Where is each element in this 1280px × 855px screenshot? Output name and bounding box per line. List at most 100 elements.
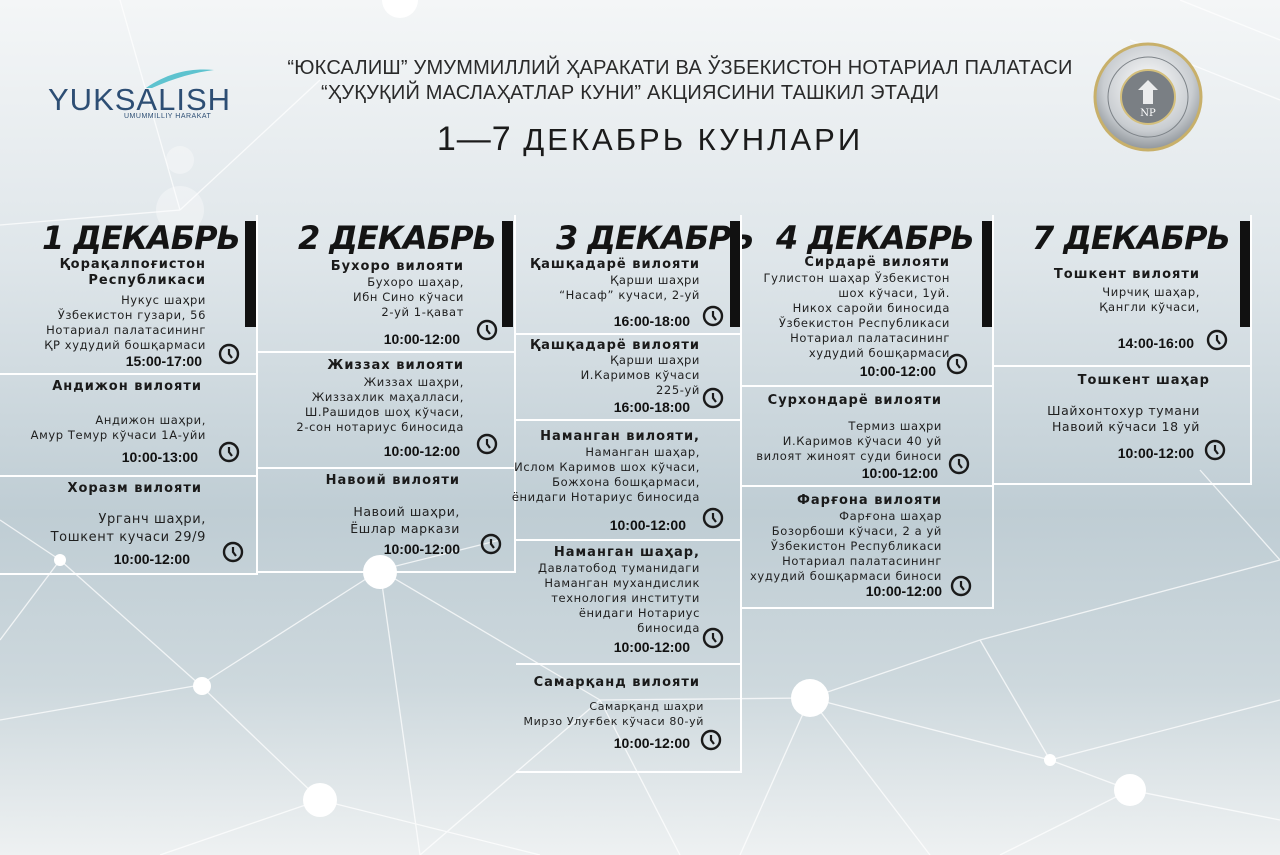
schedule-entry: Андижон вилояти Андижон шаҳри, Амур Тему… bbox=[0, 375, 258, 477]
clock-icon bbox=[1204, 439, 1226, 461]
notary-chamber-seal-icon: NP bbox=[1093, 42, 1203, 152]
region-name: Қашқадарё вилояти bbox=[530, 338, 700, 353]
region-name: Хоразм вилояти bbox=[67, 481, 202, 496]
clock-icon bbox=[218, 441, 240, 463]
clock-icon bbox=[950, 575, 972, 597]
region-name: Тошкент вилояти bbox=[1053, 267, 1200, 282]
time-range: 10:00-13:00 bbox=[121, 449, 198, 465]
schedule-entry: Сирдарё вилояти Гулистон шаҳар Ўзбекисто… bbox=[742, 215, 994, 387]
address: Нукус шаҳри Ўзбекистон гузари, 56 Нотари… bbox=[44, 293, 206, 352]
day-column-1: 1 ДЕКАБРЬ Қорақалпоғистон Республикаси Н… bbox=[0, 215, 258, 575]
schedule-entry: Тошкент вилояти Чирчиқ шаҳар, Қангли кўч… bbox=[994, 215, 1252, 367]
region-name: Жиззах вилояти bbox=[327, 358, 464, 373]
time-range: 10:00-12:00 bbox=[613, 735, 690, 751]
clock-icon bbox=[702, 305, 724, 327]
day-title: 1 ДЕКАБРЬ bbox=[42, 219, 241, 257]
address: Давлатобод туманидаги Наманган мухандисл… bbox=[537, 561, 700, 635]
time-range: 10:00-12:00 bbox=[113, 551, 190, 567]
address: Наманган шаҳар, Ислом Каримов шох кўчаси… bbox=[511, 445, 700, 504]
logo-subtitle: UMUMMILLIY HARAKAT bbox=[124, 113, 212, 120]
schedule-entry: Навоий вилояти Навоий шаҳри, Ёшлар марка… bbox=[258, 469, 516, 573]
clock-icon bbox=[700, 729, 722, 751]
day-column-4: 4 ДЕКАБРЬ Сирдарё вилояти Гулистон шаҳар… bbox=[742, 215, 994, 615]
schedule-entry: Наманган шаҳар, Давлатобод туманидаги На… bbox=[516, 541, 742, 665]
region-name: Қашқадарё вилояти bbox=[530, 257, 700, 272]
region-name: Сурхондарё вилояти bbox=[767, 393, 942, 408]
yuksalish-logo: YUKSALISH UMUMMILLIY HARAKAT bbox=[44, 62, 230, 132]
time-range: 10:00-12:00 bbox=[383, 331, 460, 347]
address: Андижон шаҳри, Амур Темур кўчаси 1А-уйи bbox=[30, 413, 206, 442]
region-name: Навоий вилояти bbox=[325, 473, 460, 488]
region-name: Наманган шаҳар, bbox=[553, 545, 700, 560]
schedule-entry: Қашқадарё вилояти Қарши шаҳри И.Каримов … bbox=[516, 335, 742, 421]
header-line-1: “ЮКСАЛИШ” УМУММИЛЛИЙ ҲАРАКАТИ ВА ЎЗБЕКИС… bbox=[287, 57, 1073, 79]
region-name: Бухоро вилояти bbox=[330, 259, 464, 274]
header-line-2: “ҲУҚУҚИЙ МАСЛАҲАТЛАР КУНИ” АКЦИЯСИНИ ТАШ… bbox=[320, 82, 940, 104]
region-name: Фарғона вилояти bbox=[796, 493, 942, 508]
day-column-2: 2 ДЕКАБРЬ Бухоро вилояти Бухоро шаҳар, И… bbox=[258, 215, 516, 575]
region-name: Сирдарё вилояти bbox=[804, 255, 950, 270]
address: Гулистон шаҳар Ўзбекистон шох кўчаси, 1у… bbox=[763, 271, 950, 360]
schedule-entry: Жиззах вилояти Жиззах шаҳри, Жиззахлик м… bbox=[258, 353, 516, 469]
schedule-entry: Хоразм вилояти Урганч шаҳри, Тошкент куч… bbox=[0, 477, 258, 575]
seal-text: NP bbox=[1140, 108, 1156, 119]
schedule-entry: Тошкент шаҳар Шайхонтохур тумани Навоий … bbox=[994, 367, 1252, 485]
column-divider-bar bbox=[982, 221, 992, 327]
clock-icon bbox=[480, 533, 502, 555]
clock-icon bbox=[948, 453, 970, 475]
address: Бухоро шаҳар, Ибн Сино кўчаси 2-уй 1-қав… bbox=[353, 275, 464, 319]
clock-icon bbox=[218, 343, 240, 365]
address: Навоий шаҳри, Ёшлар маркази bbox=[350, 504, 460, 536]
region-name: Қорақалпоғистон Республикаси bbox=[59, 257, 206, 288]
time-range: 14:00-16:00 bbox=[1117, 335, 1194, 351]
logo-swoosh-icon bbox=[146, 69, 214, 88]
time-range: 10:00-12:00 bbox=[859, 363, 936, 379]
address: Термиз шаҳри И.Каримов кўчаси 40 уй вило… bbox=[756, 419, 942, 463]
time-range: 10:00-12:00 bbox=[383, 443, 460, 459]
address: Шайхонтохур тумани Навоий кўчаси 18 уй bbox=[1047, 403, 1200, 434]
column-divider-bar bbox=[245, 221, 256, 327]
day-title: 3 ДЕКАБРЬ bbox=[556, 219, 755, 257]
address: Фарғона шаҳар Бозорбоши кўчаси, 2 а уй Ў… bbox=[750, 509, 942, 583]
time-range: 15:00-17:00 bbox=[125, 353, 202, 369]
column-divider-bar bbox=[1240, 221, 1250, 327]
address: Қарши шаҳри И.Каримов кўчаси 225-уй bbox=[580, 353, 700, 397]
address: Урганч шаҳри, Тошкент кучаси 29/9 bbox=[50, 512, 206, 545]
clock-icon bbox=[222, 541, 244, 563]
schedule-entry: Самарқанд вилояти Самарқанд шаҳри Мирзо … bbox=[516, 665, 742, 773]
dates-text: ДЕКАБРЬ КУНЛАРИ bbox=[523, 122, 864, 157]
column-divider-bar bbox=[502, 221, 513, 327]
clock-icon bbox=[702, 387, 724, 409]
time-range: 10:00-12:00 bbox=[865, 583, 942, 599]
schedule-entry: Фарғона вилояти Фарғона шаҳар Бозорбоши … bbox=[742, 487, 994, 609]
time-range: 16:00-18:00 bbox=[613, 399, 690, 415]
clock-icon bbox=[946, 353, 968, 375]
day-title: 7 ДЕКАБРЬ bbox=[1032, 219, 1231, 257]
day-column-3: 3 ДЕКАБРЬ Қашқадарё вилояти Қарши шаҳри … bbox=[512, 215, 755, 775]
schedule-entry: Бухоро вилояти Бухоро шаҳар, Ибн Сино кў… bbox=[258, 215, 516, 353]
address: Чирчиқ шаҳар, Қангли кўчаси, bbox=[1099, 285, 1200, 314]
schedule-entry: Қашқадарё вилояти Қарши шаҳри “Насаф” ку… bbox=[516, 215, 742, 335]
schedule-entry: Қорақалпоғистон Республикаси Нукус шаҳри… bbox=[0, 215, 258, 375]
time-range: 10:00-12:00 bbox=[383, 541, 460, 557]
clock-icon bbox=[476, 319, 498, 341]
day-title: 2 ДЕКАБРЬ bbox=[298, 219, 497, 257]
schedule-entry: Наманган вилояти, Наманган шаҳар, Ислом … bbox=[512, 421, 742, 541]
region-name: Наманган вилояти, bbox=[540, 429, 700, 444]
dates-number: 1—7 bbox=[436, 120, 512, 158]
column-divider-bar bbox=[730, 221, 740, 327]
time-range: 10:00-12:00 bbox=[861, 465, 938, 481]
address: Самарқанд шаҳри Мирзо Улуғбек кўчаси 80-… bbox=[523, 700, 704, 728]
region-name: Тошкент шаҳар bbox=[1077, 373, 1210, 388]
clock-icon bbox=[702, 627, 724, 649]
time-range: 10:00-12:00 bbox=[609, 517, 686, 533]
address: Қарши шаҳри “Насаф” кучаси, 2-уй bbox=[559, 273, 700, 302]
time-range: 10:00-12:00 bbox=[1117, 445, 1194, 461]
region-name: Андижон вилояти bbox=[52, 379, 202, 394]
region-name: Самарқанд вилояти bbox=[533, 675, 700, 690]
logo-name: YUKSALISH bbox=[48, 82, 232, 117]
clock-icon bbox=[476, 433, 498, 455]
clock-icon bbox=[1206, 329, 1228, 351]
address: Жиззах шаҳри, Жиззахлик маҳалласи, Ш.Раш… bbox=[296, 375, 464, 434]
